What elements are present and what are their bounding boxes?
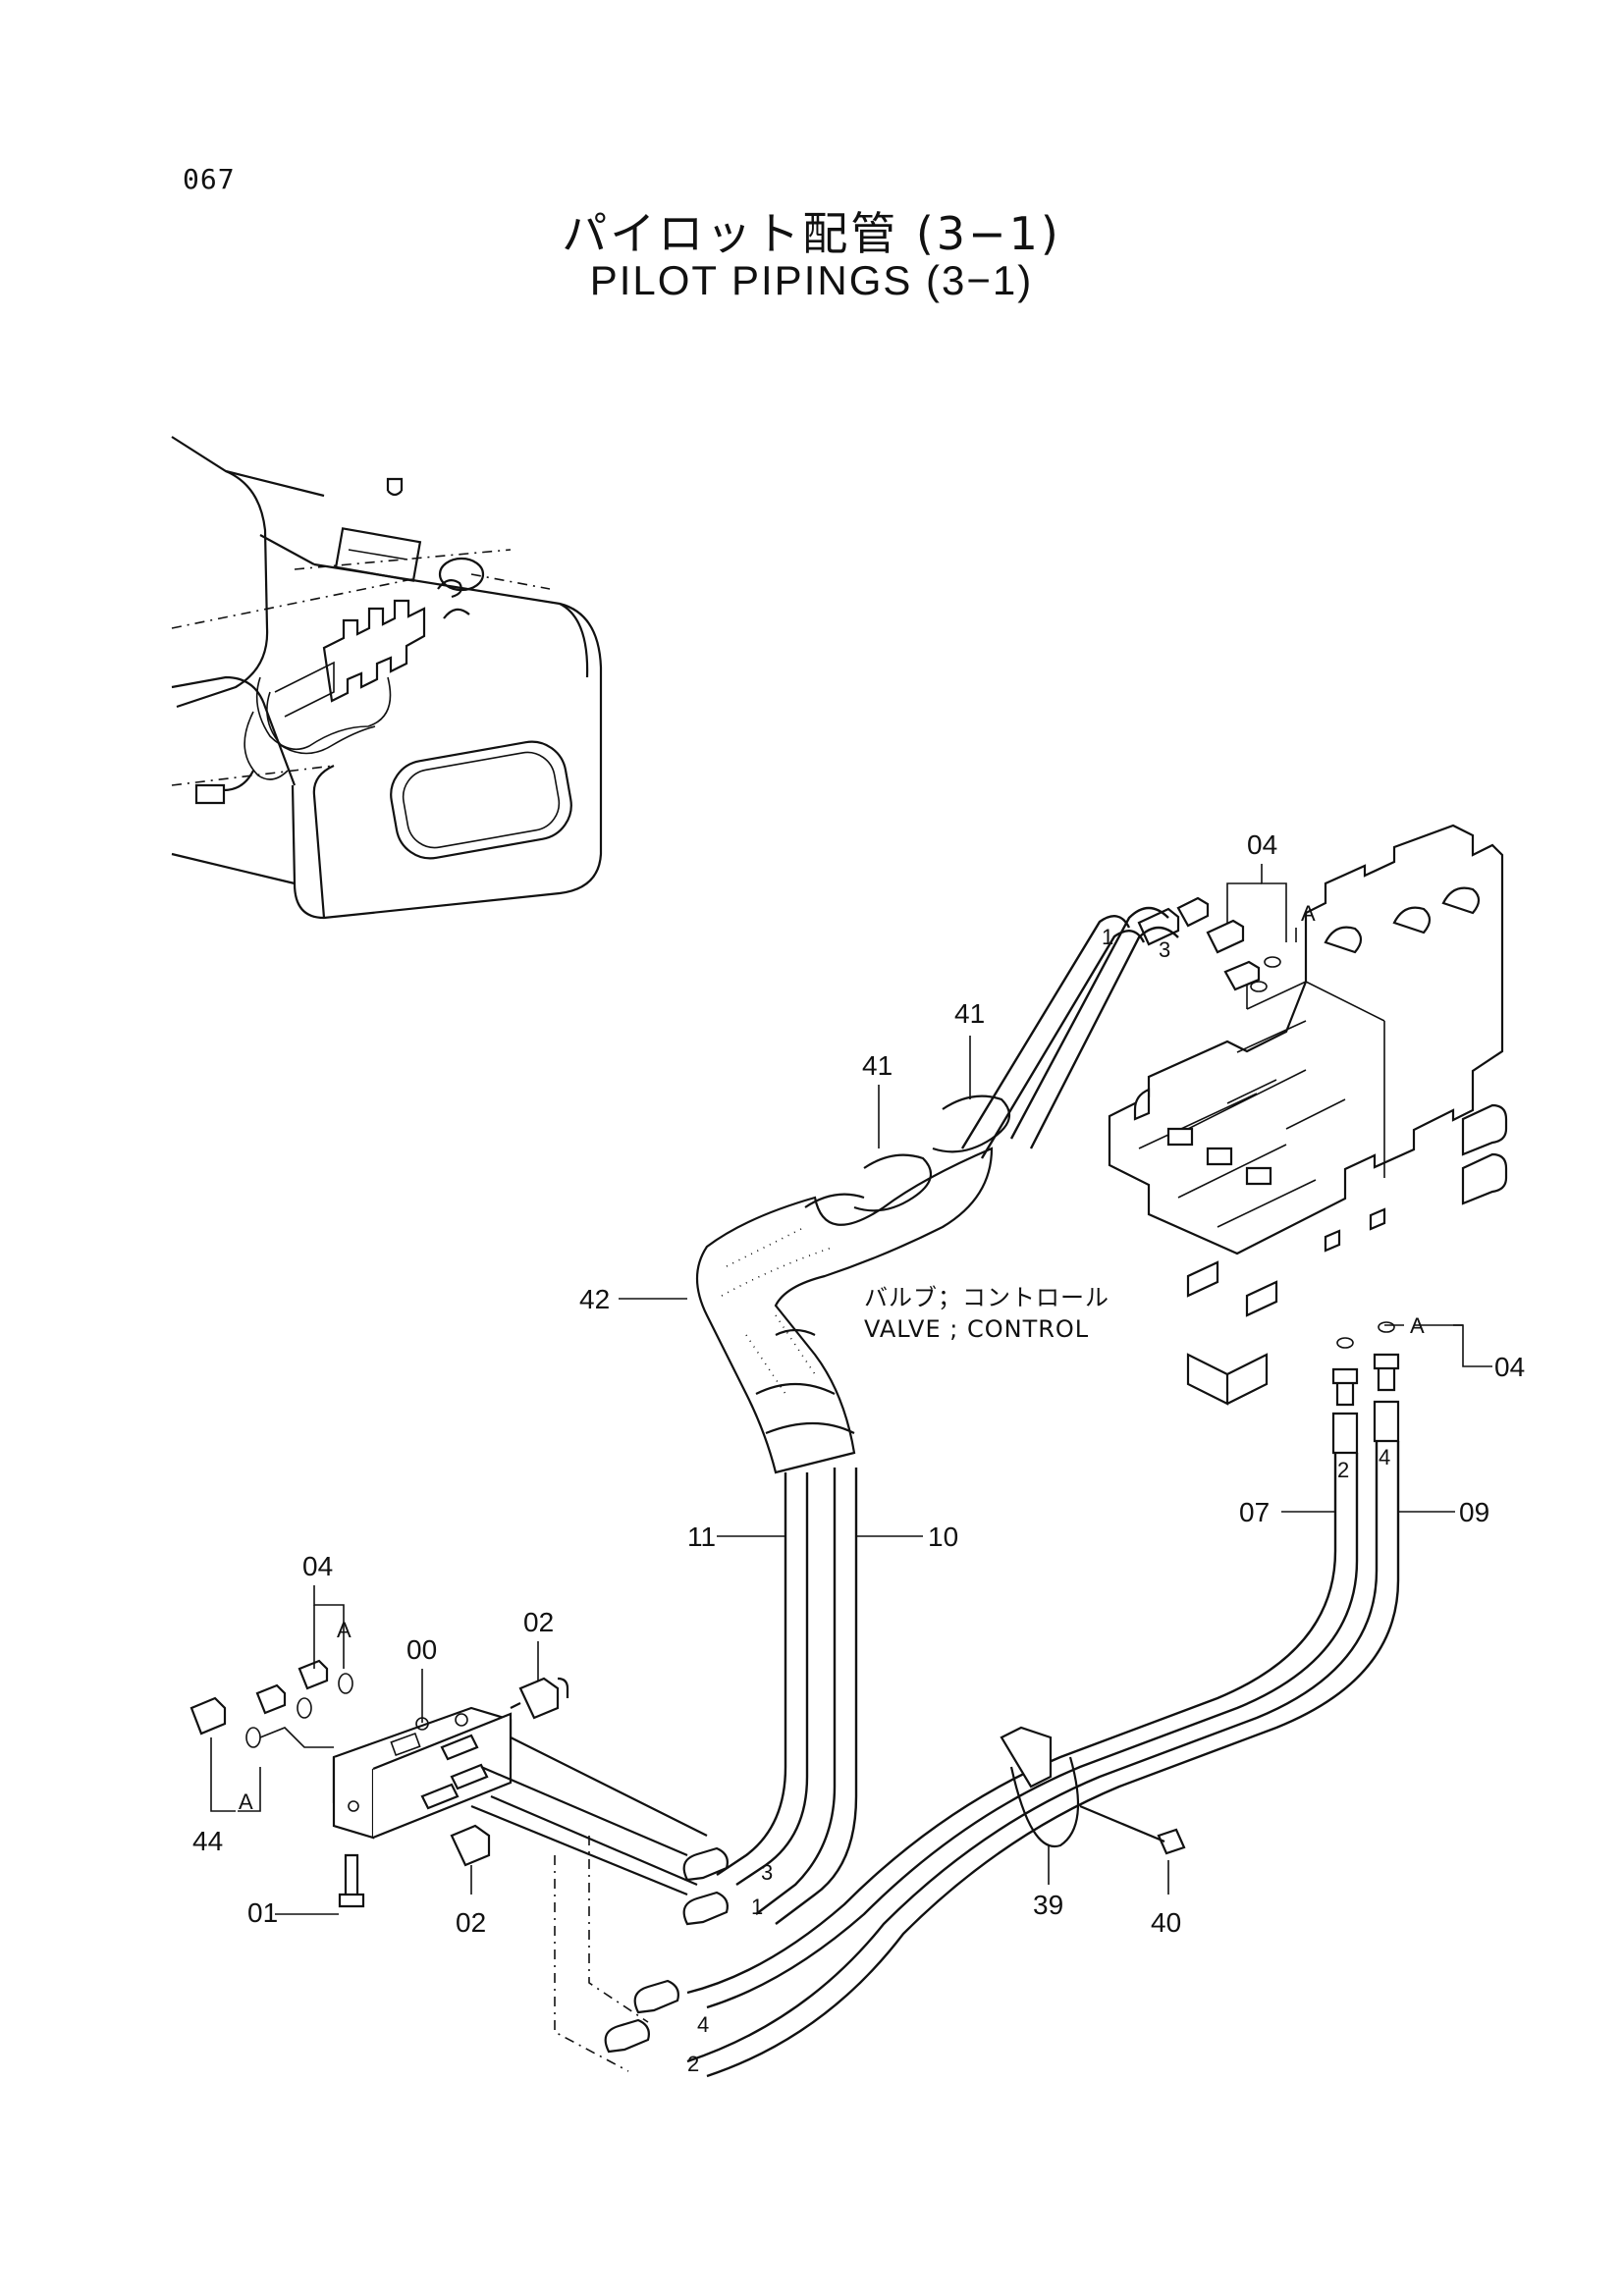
page-number: 067 bbox=[183, 163, 236, 195]
hose-mark-2-right: 2 bbox=[1337, 1458, 1349, 1482]
hose-mark-1-bottom: 1 bbox=[751, 1895, 763, 1919]
page-title-english: PILOT PIPINGS (3−1) bbox=[589, 257, 1034, 303]
callout-02-bottom: 02 bbox=[456, 1907, 486, 1938]
hose-mark-4-right: 4 bbox=[1379, 1445, 1390, 1469]
valve-label-japanese: バルブ；コントロール bbox=[864, 1284, 1109, 1311]
callout-09: 09 bbox=[1459, 1497, 1489, 1527]
callout-41-lower: 41 bbox=[862, 1050, 893, 1081]
callout-41-upper: 41 bbox=[954, 998, 985, 1029]
right-fittings bbox=[1331, 1321, 1400, 1455]
callout-01: 01 bbox=[247, 1897, 278, 1928]
callout-02-top: 02 bbox=[523, 1607, 554, 1637]
callout-11: 11 bbox=[687, 1522, 716, 1552]
callout-a-top: A bbox=[1301, 901, 1316, 926]
callout-07: 07 bbox=[1239, 1497, 1270, 1527]
callout-40: 40 bbox=[1151, 1907, 1181, 1938]
hose-mark-1: 1 bbox=[1102, 925, 1113, 949]
callout-44: 44 bbox=[192, 1826, 223, 1856]
page-title-japanese: パイロット配管 (3−1) bbox=[562, 207, 1061, 260]
pilot-valve-block bbox=[189, 1659, 729, 2072]
hose-mark-4-bottom: 4 bbox=[697, 2012, 709, 2037]
callout-04-top: 04 bbox=[1247, 829, 1277, 860]
valve-label-english: VALVE ; CONTROL bbox=[864, 1315, 1089, 1343]
hose-mark-3-bottom: 3 bbox=[761, 1860, 773, 1885]
callout-39: 39 bbox=[1033, 1890, 1063, 1920]
machine-overview-inset bbox=[171, 436, 603, 920]
callout-10: 10 bbox=[928, 1522, 958, 1552]
callout-a-left-bottom: A bbox=[239, 1789, 253, 1814]
hoses bbox=[686, 906, 1400, 2078]
hose-mark-2-bottom: 2 bbox=[687, 2052, 699, 2076]
callout-04-right: 04 bbox=[1494, 1352, 1525, 1382]
hose-mark-3-top: 3 bbox=[1159, 937, 1170, 962]
callout-00: 00 bbox=[406, 1634, 437, 1665]
callout-a-right: A bbox=[1410, 1313, 1425, 1338]
callout-a-left-top: A bbox=[337, 1618, 352, 1642]
leader-lines bbox=[210, 864, 1492, 1915]
hose-clamps bbox=[775, 1095, 1011, 1336]
callout-04-left: 04 bbox=[302, 1551, 333, 1581]
control-valve-assembly bbox=[1108, 824, 1508, 1406]
callout-42: 42 bbox=[579, 1284, 610, 1314]
